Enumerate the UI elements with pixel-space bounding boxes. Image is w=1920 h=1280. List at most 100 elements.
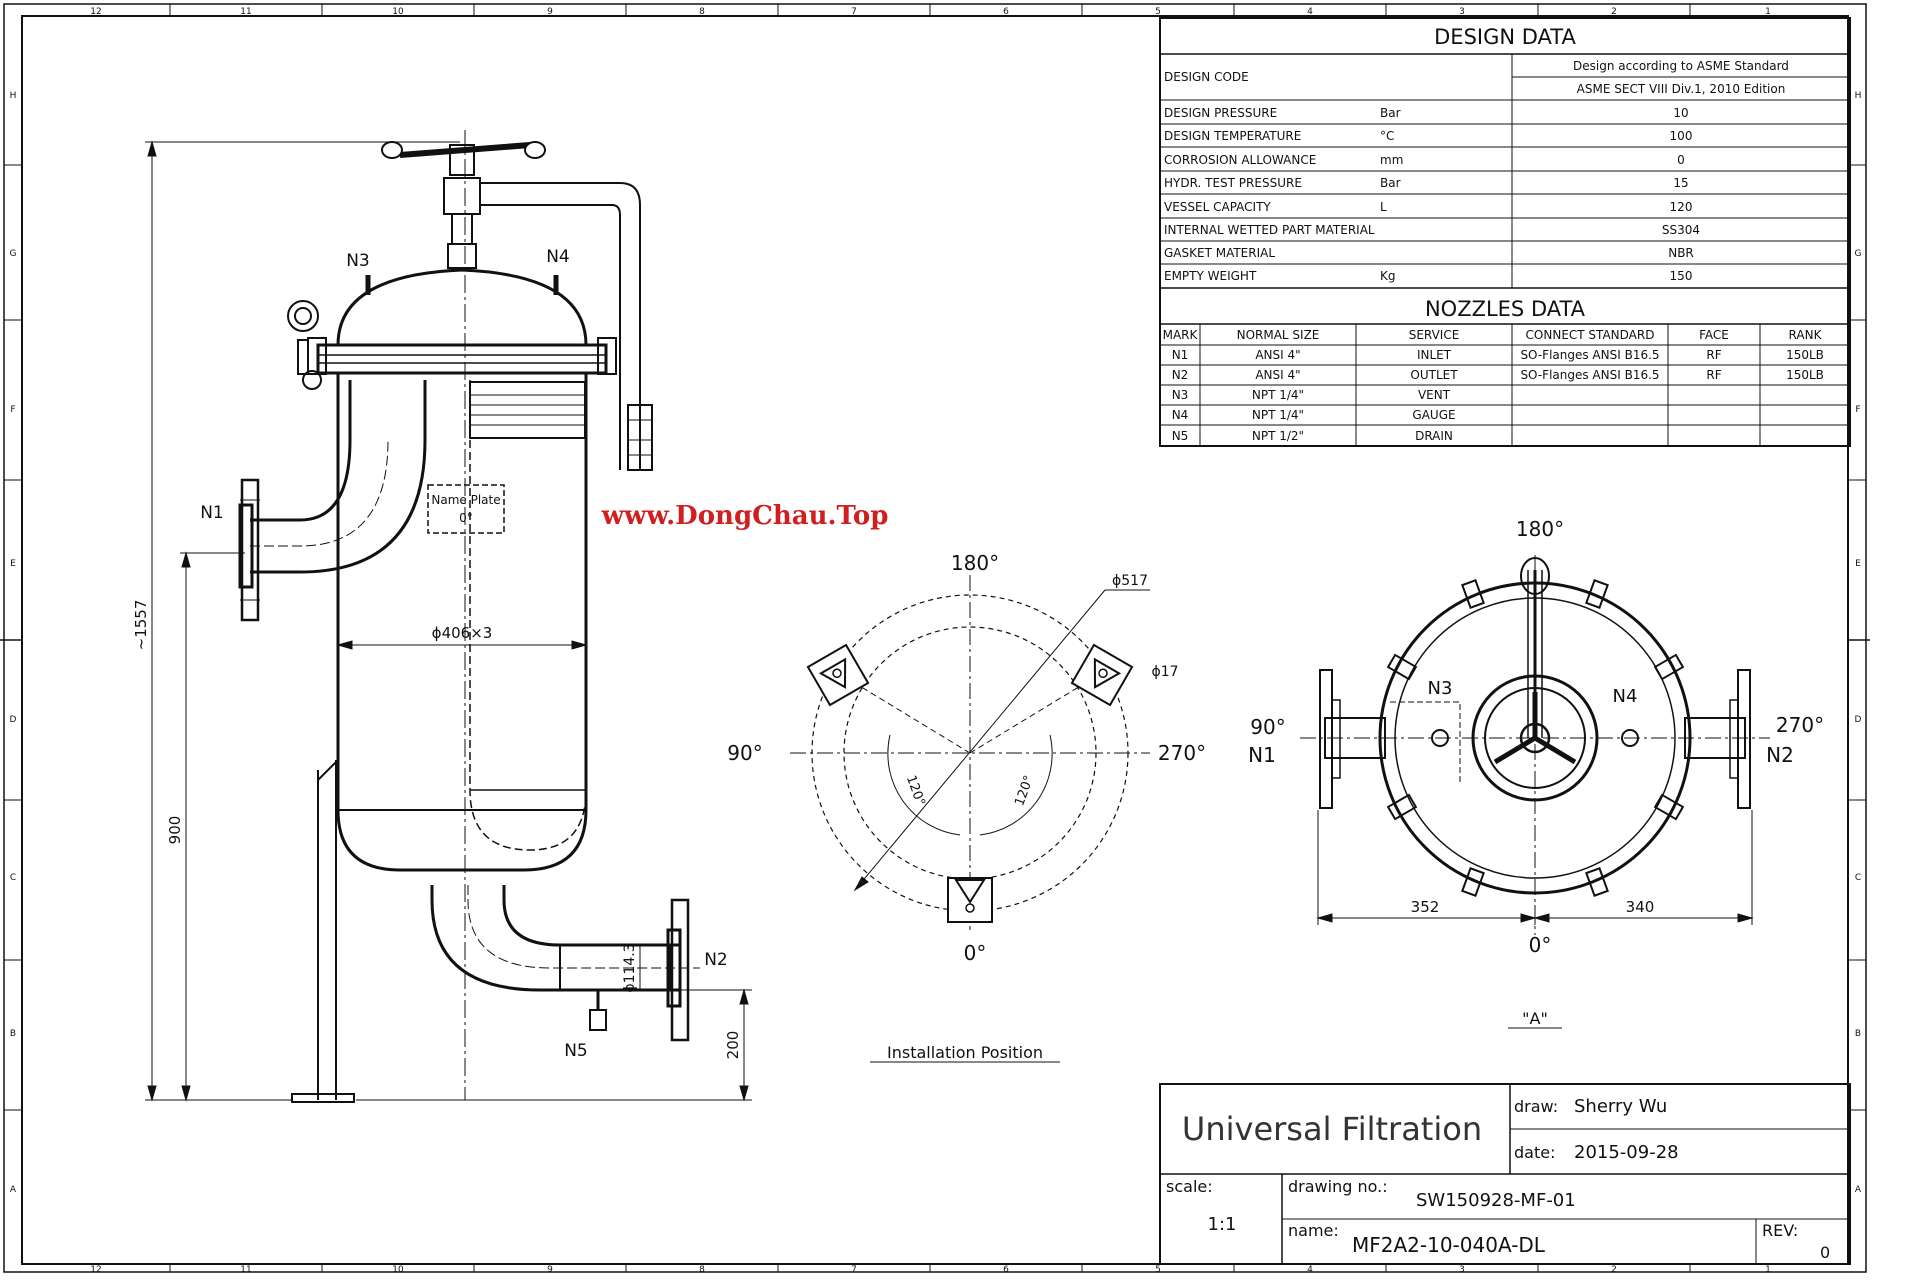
zone-number: 3 xyxy=(1459,7,1465,17)
title-block xyxy=(1159,1083,1851,1265)
nozzle-header-service: SERVICE xyxy=(1409,328,1460,342)
nozzle-cell: N2 xyxy=(1172,368,1189,382)
nozzle-label-n1: N1 xyxy=(200,503,224,523)
scale-value: 1:1 xyxy=(1208,1214,1237,1235)
installation-angle-0: 0° xyxy=(964,941,987,965)
angle-right-dim: 120° xyxy=(1012,774,1037,809)
design-row-value: SS304 xyxy=(1662,223,1700,237)
view-a-n4: N4 xyxy=(1613,686,1638,707)
design-row-unit: L xyxy=(1380,200,1387,214)
nozzle-label-n3: N3 xyxy=(346,251,370,271)
nozzle-label-n5: N5 xyxy=(564,1041,588,1061)
zone-letter: H xyxy=(10,91,17,101)
zone-number: 11 xyxy=(240,7,251,17)
title-block-text: Universal Filtration draw: Sherry Wu dat… xyxy=(1166,1096,1830,1262)
nozzle-cell: VENT xyxy=(1418,388,1451,402)
zone-number: 10 xyxy=(392,1265,404,1275)
zone-number: 2 xyxy=(1611,7,1617,17)
design-row-label: VESSEL CAPACITY xyxy=(1164,200,1271,214)
company-name: Universal Filtration xyxy=(1182,1110,1482,1148)
nozzle-header-face: FACE xyxy=(1699,328,1729,342)
frame-top-numbers: 12 11 10 9 8 7 6 5 4 3 2 1 xyxy=(90,7,1771,17)
design-row-label: DESIGN PRESSURE xyxy=(1164,106,1277,120)
installation-angle-180: 180° xyxy=(951,551,999,575)
zone-number: 8 xyxy=(699,1265,705,1275)
zone-letter: B xyxy=(1855,1029,1861,1039)
nozzle-cell: RF xyxy=(1706,368,1721,382)
nozzle-cell: SO-Flanges ANSI B16.5 xyxy=(1520,368,1659,382)
elevation-labels: N3 N4 N1 N2 N5 Name Plate 0° ϕ406×3 ~155… xyxy=(132,247,742,1061)
zone-number: 1 xyxy=(1765,1265,1771,1275)
view-a-n1: N1 xyxy=(1248,743,1276,767)
design-data-table: DESIGN DATA DESIGN CODE Design according… xyxy=(1159,17,1851,447)
view-a-angle-0: 0° xyxy=(1529,933,1552,957)
date-label: date: xyxy=(1514,1143,1555,1162)
hole-diameter-dim: ϕ17 xyxy=(1151,664,1178,680)
nozzle-header-rank: RANK xyxy=(1789,328,1823,342)
design-row-value: 10 xyxy=(1673,106,1688,120)
name-label: name: xyxy=(1288,1221,1339,1240)
design-row-label: GASKET MATERIAL xyxy=(1164,246,1275,260)
installation-angle-90: 90° xyxy=(727,741,762,765)
view-a-dim-right: 340 xyxy=(1626,898,1655,916)
zone-letter: G xyxy=(10,249,17,259)
zone-number: 9 xyxy=(547,1265,553,1275)
angle-left-dim: 120° xyxy=(903,774,928,809)
design-row-value: 0 xyxy=(1677,153,1685,167)
design-row-label: HYDR. TEST PRESSURE xyxy=(1164,176,1302,190)
nozzle-label-n2: N2 xyxy=(704,950,728,970)
zone-letter: A xyxy=(1855,1185,1862,1195)
nozzle-header-size: NORMAL SIZE xyxy=(1237,328,1320,342)
overall-height-dim: ~1557 xyxy=(132,600,150,651)
design-row-label: CORROSION ALLOWANCE xyxy=(1164,153,1316,167)
view-a-n3: N3 xyxy=(1428,678,1453,699)
date-value: 2015-09-28 xyxy=(1574,1142,1679,1163)
nozzle-cell: OUTLET xyxy=(1410,368,1458,382)
design-code-value: Design according to ASME Standard xyxy=(1573,59,1789,73)
zone-number: 11 xyxy=(240,1265,251,1275)
drawing-frame xyxy=(0,3,1870,1273)
installation-position-view xyxy=(790,575,1150,1063)
watermark-text: www.DongChau.Top xyxy=(601,501,889,531)
zone-letter: H xyxy=(1855,91,1862,101)
zone-number: 7 xyxy=(851,1265,857,1275)
zone-letter: C xyxy=(10,873,16,883)
zone-number: 4 xyxy=(1307,1265,1313,1275)
design-row-value: 150 xyxy=(1670,269,1693,283)
outlet-diameter-dim: ϕ114.3 xyxy=(622,943,638,992)
nozzle-header-standard: CONNECT STANDARD xyxy=(1526,328,1655,342)
vessel-elevation-view xyxy=(145,130,752,1103)
zone-number: 6 xyxy=(1003,1265,1009,1275)
height-200-dim: 200 xyxy=(724,1031,742,1060)
nameplate-angle: 0° xyxy=(459,511,473,525)
zone-number: 2 xyxy=(1611,1265,1617,1275)
design-row-value: 120 xyxy=(1670,200,1693,214)
nozzle-cell: RF xyxy=(1706,348,1721,362)
nozzle-cell: NPT 1/4" xyxy=(1252,408,1304,422)
zone-number: 6 xyxy=(1003,7,1009,17)
zone-letter: B xyxy=(10,1029,16,1039)
installation-angle-270: 270° xyxy=(1158,741,1206,765)
nozzle-cell: N1 xyxy=(1172,348,1189,362)
rev-label: REV: xyxy=(1762,1221,1798,1240)
design-row-unit: °C xyxy=(1380,129,1394,143)
nozzle-cell: 150LB xyxy=(1786,348,1824,362)
frame-side-letters: H G F E D C B A H G F E D C B A xyxy=(10,91,1862,1195)
zone-letter: F xyxy=(1855,405,1860,415)
zone-letter: C xyxy=(1855,873,1861,883)
nozzle-cell: NPT 1/2" xyxy=(1252,429,1304,443)
view-a-angle-180: 180° xyxy=(1516,517,1564,541)
design-row-unit: Bar xyxy=(1380,176,1401,190)
nozzle-cell: N4 xyxy=(1172,408,1189,422)
view-a-angle-270: 270° xyxy=(1776,713,1824,737)
name-value: MF2A2-10-040A-DL xyxy=(1352,1233,1546,1257)
nameplate-label: Name Plate xyxy=(431,493,500,507)
zone-letter: D xyxy=(1855,715,1862,725)
view-a-angle-90: 90° xyxy=(1250,715,1285,739)
design-row-value: NBR xyxy=(1668,246,1694,260)
nozzle-cell: NPT 1/4" xyxy=(1252,388,1304,402)
zone-number: 5 xyxy=(1155,1265,1161,1275)
top-view-labels: 180° 90° N1 270° N2 N3 N4 0° 352 340 "A" xyxy=(1248,517,1824,1028)
nozzle-header-mark: MARK xyxy=(1163,328,1199,342)
